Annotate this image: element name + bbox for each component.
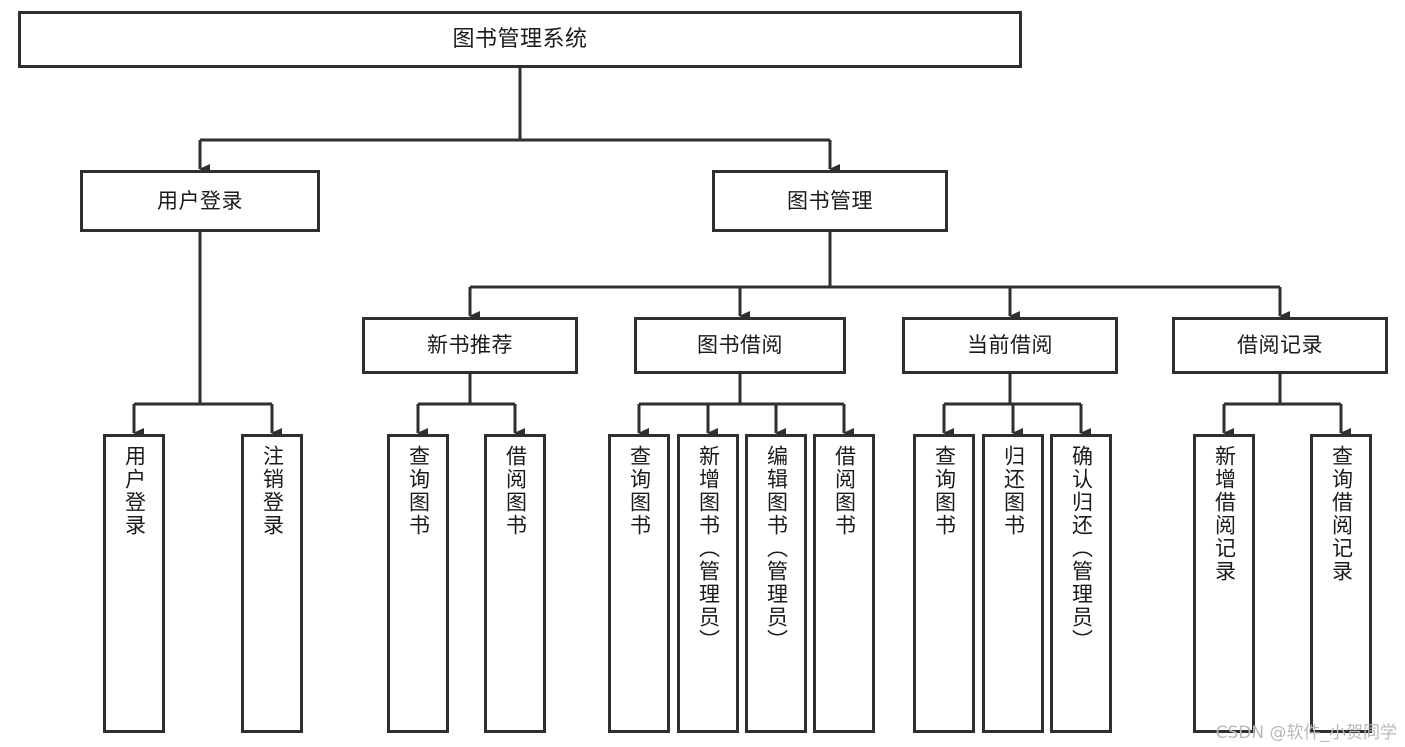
- node-label: 新增借阅记录: [1212, 445, 1237, 583]
- node-leaf-borrow-book-1[interactable]: 借阅图书: [484, 434, 546, 733]
- node-label: 确认归还（管理员）: [1069, 445, 1094, 652]
- node-leaf-query-book-2[interactable]: 查询图书: [608, 434, 670, 733]
- edge-paths: [132, 68, 1351, 438]
- node-label: 图书管理系统: [452, 26, 588, 52]
- node-label: 新书推荐: [427, 333, 513, 358]
- node-label: 注销登录: [260, 445, 285, 537]
- node-leaf-query-book-3[interactable]: 查询图书: [913, 434, 975, 733]
- node-label: 当前借阅: [967, 333, 1053, 358]
- node-label: 用户登录: [157, 188, 243, 213]
- node-borrow-record[interactable]: 借阅记录: [1172, 317, 1388, 374]
- node-label: 编辑图书（管理员）: [764, 445, 789, 652]
- node-label: 查询图书: [932, 445, 957, 537]
- node-label: 借阅图书: [832, 445, 857, 537]
- node-leaf-borrow-book-2[interactable]: 借阅图书: [813, 434, 875, 733]
- node-leaf-edit-book[interactable]: 编辑图书（管理员）: [745, 434, 807, 733]
- node-label: 归还图书: [1001, 445, 1026, 537]
- node-leaf-add-record[interactable]: 新增借阅记录: [1193, 434, 1255, 733]
- node-label: 查询借阅记录: [1329, 445, 1354, 583]
- node-root[interactable]: 图书管理系统: [18, 11, 1022, 68]
- node-label: 查询图书: [406, 445, 431, 537]
- node-book-borrow[interactable]: 图书借阅: [634, 317, 846, 374]
- node-leaf-user-login[interactable]: 用户登录: [103, 434, 165, 733]
- node-leaf-confirm-return[interactable]: 确认归还（管理员）: [1050, 434, 1112, 733]
- node-label: 查询图书: [627, 445, 652, 537]
- node-label: 图书管理: [787, 188, 873, 213]
- node-leaf-logout[interactable]: 注销登录: [241, 434, 303, 733]
- node-label: 新增图书（管理员）: [696, 445, 721, 652]
- node-leaf-query-book-1[interactable]: 查询图书: [387, 434, 449, 733]
- node-label: 借阅图书: [503, 445, 528, 537]
- node-user-login[interactable]: 用户登录: [80, 170, 320, 232]
- node-book-manage[interactable]: 图书管理: [712, 170, 948, 232]
- node-leaf-return-book[interactable]: 归还图书: [982, 434, 1044, 733]
- node-label: 用户登录: [122, 445, 147, 537]
- node-current-borrow[interactable]: 当前借阅: [902, 317, 1118, 374]
- node-leaf-add-book[interactable]: 新增图书（管理员）: [677, 434, 739, 733]
- node-label: 借阅记录: [1237, 333, 1323, 358]
- node-label: 图书借阅: [697, 333, 783, 358]
- node-new-book-rec[interactable]: 新书推荐: [362, 317, 578, 374]
- node-leaf-query-record[interactable]: 查询借阅记录: [1310, 434, 1372, 733]
